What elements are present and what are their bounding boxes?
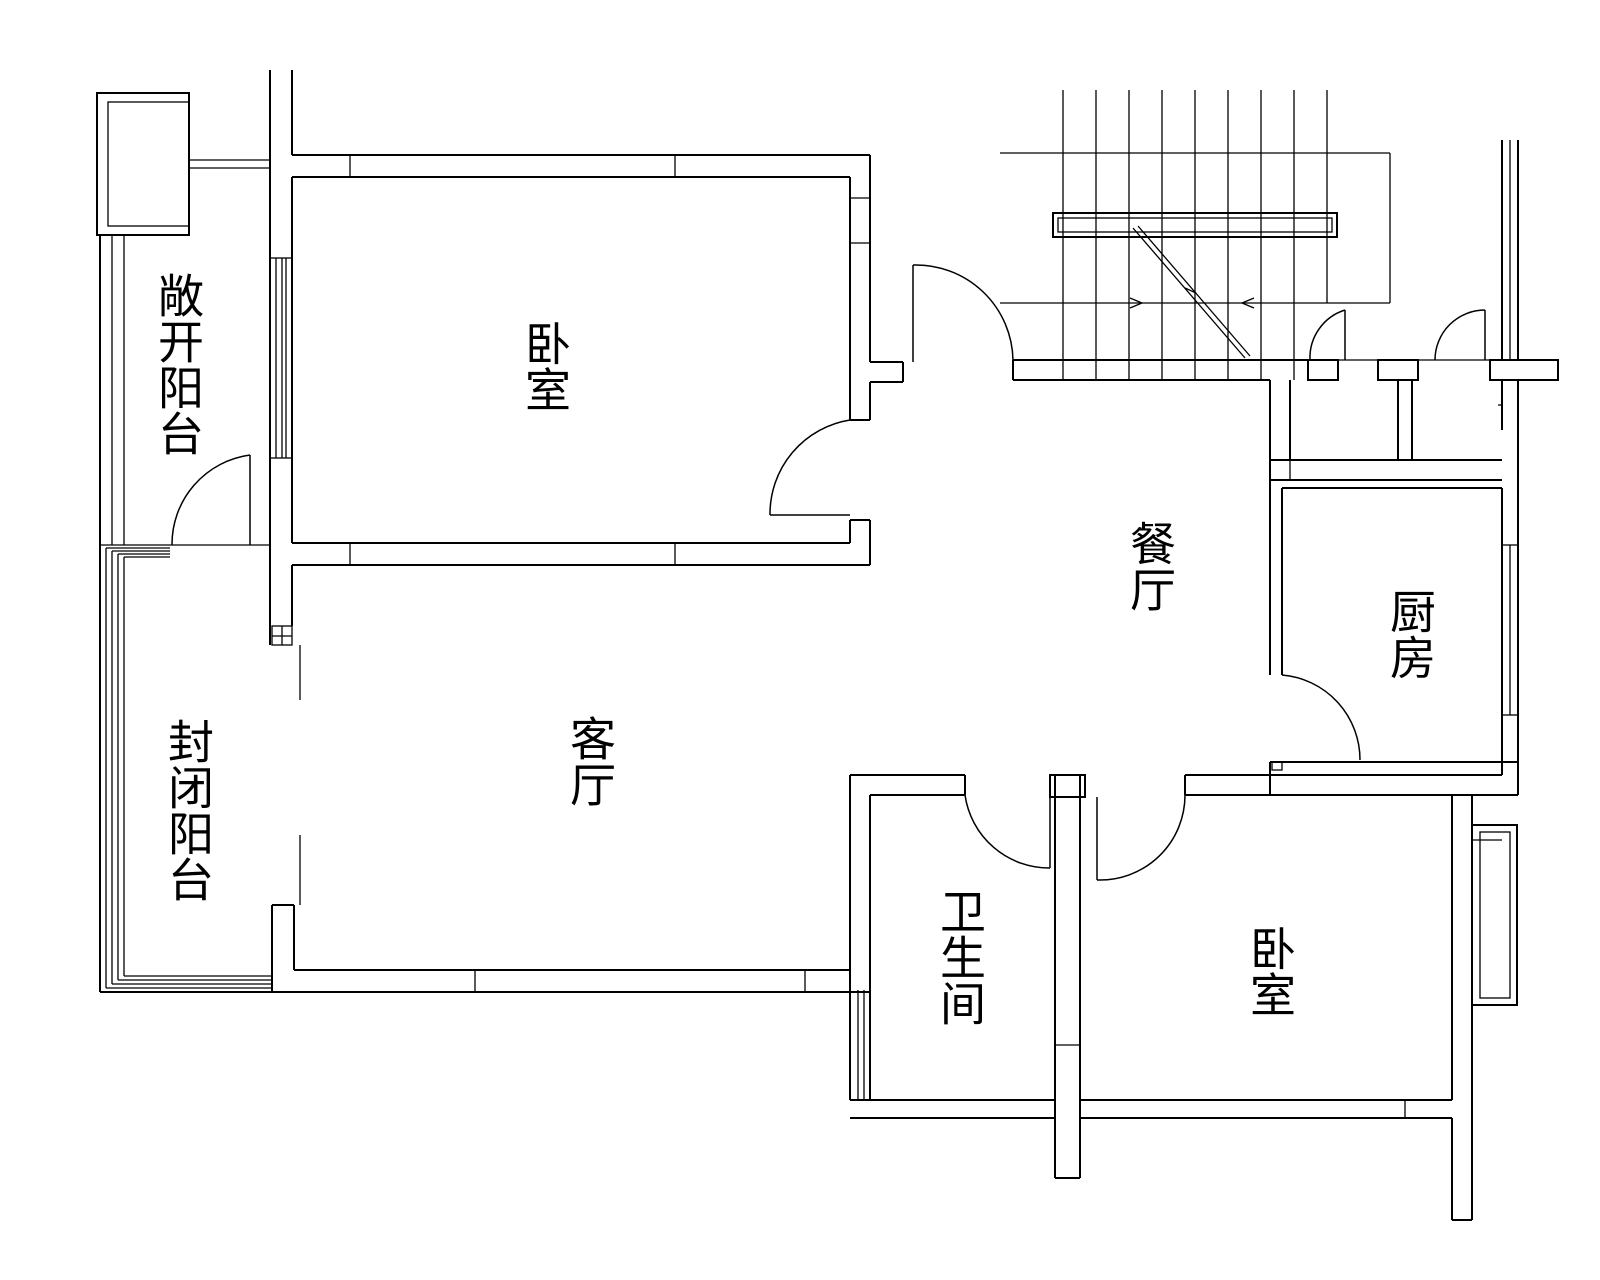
- room-label-kitchen: 厨房: [1383, 588, 1437, 680]
- bottom-rooms-walls: [849, 774, 1518, 1221]
- open-balcony-walls: [96, 92, 270, 546]
- west-wall: [269, 70, 301, 992]
- door-swings: [171, 264, 1486, 881]
- room-label-closed-balcony: 封闭阳台: [161, 718, 215, 902]
- stairwell: [1000, 90, 1391, 380]
- east-rail: [1501, 140, 1519, 795]
- room-label-open-balcony: 敞开阳台: [151, 272, 205, 456]
- living-room-walls: [272, 969, 870, 993]
- room-label-bedroom-bottom: 卧室: [1243, 925, 1297, 1017]
- bedroom-top-walls: [291, 154, 904, 566]
- room-label-dining: 餐厅: [1123, 520, 1177, 612]
- shaft-walls: [1012, 359, 1559, 481]
- closed-balcony-walls: [99, 545, 272, 993]
- room-label-living: 客厅: [563, 715, 617, 807]
- kitchen-walls: [1184, 480, 1518, 796]
- room-label-bedroom-top: 卧室: [518, 320, 572, 412]
- room-labels: 卧室 敞开阳台 餐厅 厨房 客厅 封闭阳台 卫生间 卧室: [151, 272, 1437, 1026]
- room-label-bathroom: 卫生间: [933, 888, 987, 1026]
